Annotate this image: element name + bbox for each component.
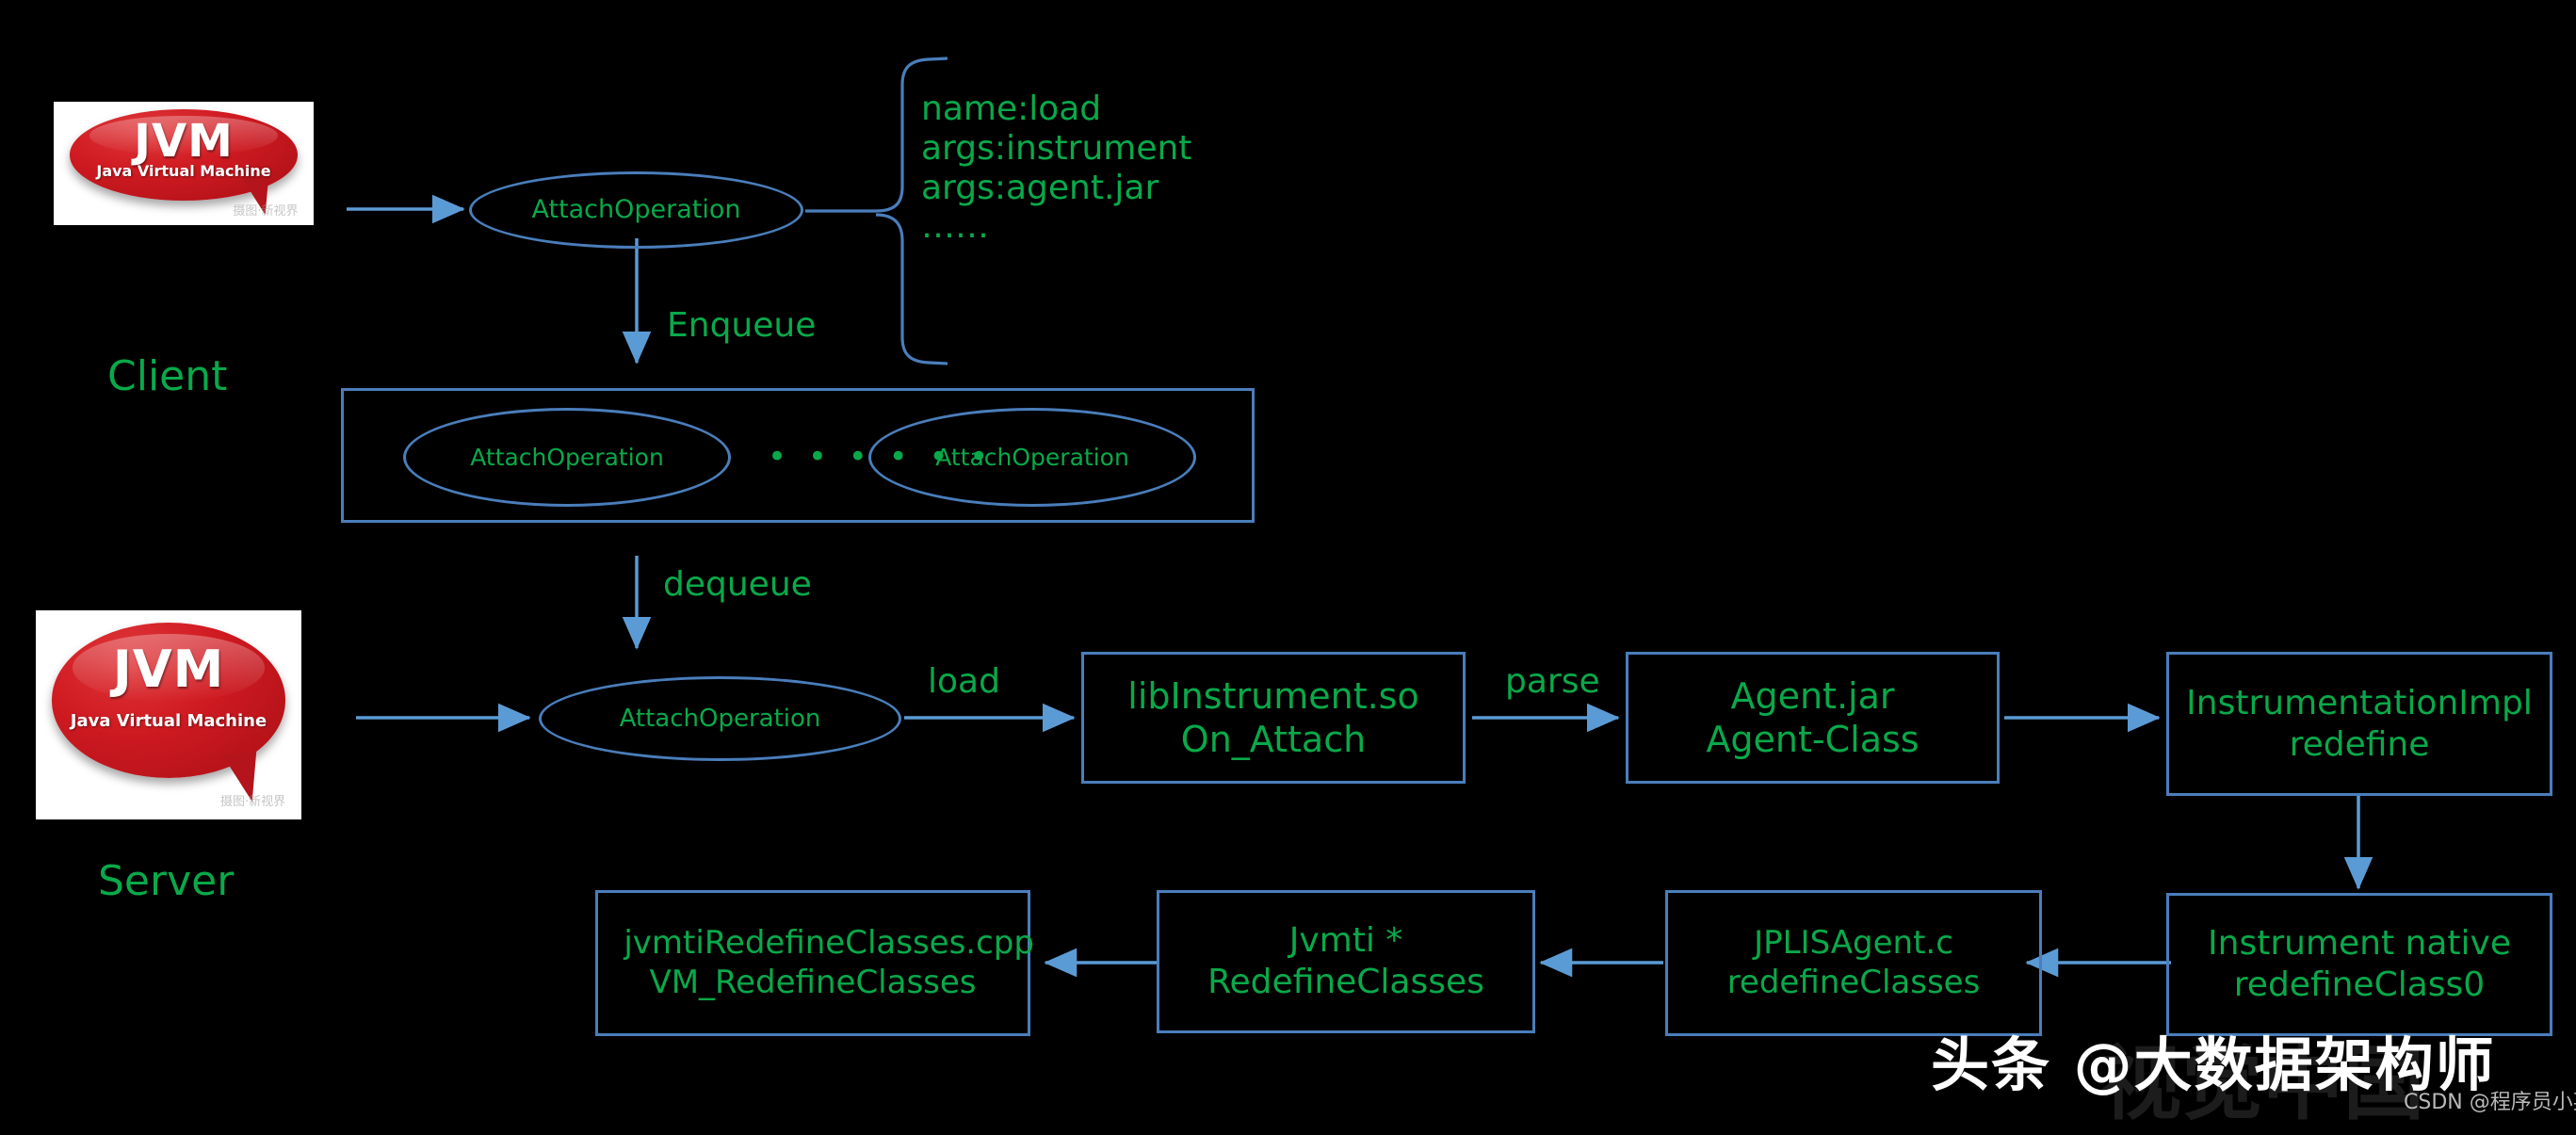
speech-bubble-shape	[51, 623, 286, 778]
callout-line-1: name:load	[921, 89, 1102, 128]
jvm-logo-subtitle: Java Virtual Machine	[70, 710, 267, 731]
speech-bubble-shape	[69, 108, 299, 201]
client-jvm-logo: JVM Java Virtual Machine 摄图·新视界	[54, 102, 314, 225]
node-instrumentation-impl: InstrumentationImpl redefine	[2166, 652, 2552, 796]
jvm-logo-subtitle: Java Virtual Machine	[96, 161, 271, 180]
client-label: Client	[107, 352, 228, 400]
jvm-logo-title: JVM	[134, 115, 234, 169]
node-queue-item-right: AttachOperation	[868, 408, 1196, 507]
edge-label-enqueue: Enqueue	[667, 306, 817, 345]
node-jvmti-redefine-cpp: jvmtiRedefineClasses.cpp VM_RedefineClas…	[595, 890, 1034, 1036]
edge-label-parse: parse	[1505, 662, 1600, 701]
node-label: AttachOperation	[470, 443, 664, 471]
headline-watermark: 头条 @大数据架构师	[1931, 1030, 2496, 1099]
node-label: JPLISAgent.c redefineClasses	[1726, 924, 1981, 1001]
attach-operation-queue: AttachOperation • • • • • • AttachOperat…	[341, 388, 1255, 523]
node-label: Jvmti * RedefineClasses	[1207, 921, 1484, 1001]
node-queue-item-left: AttachOperation	[403, 408, 731, 507]
logo-corner-watermark: 摄图·新视界	[219, 794, 286, 809]
callout-text: name:load args:instrument args:agent.jar…	[921, 89, 1191, 247]
node-client-attach-operation: AttachOperation	[469, 171, 803, 249]
node-label: InstrumentationImpl redefine	[2186, 683, 2533, 764]
node-server-attach-operation: AttachOperation	[539, 676, 901, 761]
node-lib-instrument: libInstrument.so On_Attach	[1081, 652, 1466, 784]
edge-label-load: load	[928, 662, 1000, 701]
ghost-watermark: 视觉中国	[2100, 1037, 2424, 1131]
edge-label-dequeue: dequeue	[663, 565, 812, 604]
node-label: AttachOperation	[531, 195, 741, 225]
server-jvm-logo: JVM Java Virtual Machine 摄图·新视界	[36, 610, 301, 819]
credit-watermark: CSDN @程序员小英	[2404, 1091, 2576, 1114]
jvm-logo-title: JVM	[112, 639, 225, 699]
node-label: AttachOperation	[619, 704, 821, 733]
callout-line-2: args:instrument	[921, 128, 1192, 168]
callout-line-4: ……	[921, 207, 989, 247]
logo-corner-watermark: 摄图·新视界	[233, 204, 299, 219]
node-label: Instrument native redefineClass0	[2208, 924, 2511, 1004]
node-label: AttachOperation	[935, 443, 1129, 471]
node-label: jvmtiRedefineClasses.cpp VM_RedefineClas…	[624, 924, 1034, 1001]
node-jvmti-redefine: Jvmti * RedefineClasses	[1157, 890, 1535, 1033]
callout-line-3: args:agent.jar	[921, 168, 1159, 207]
node-label: libInstrument.so On_Attach	[1127, 674, 1419, 760]
node-label: Agent.jar Agent-Class	[1706, 674, 1920, 760]
node-jplis-agent: JPLISAgent.c redefineClasses	[1665, 890, 2042, 1036]
node-instrument-native: Instrument native redefineClass0	[2166, 893, 2552, 1036]
node-agent-jar: Agent.jar Agent-Class	[1626, 652, 2000, 784]
server-label: Server	[98, 857, 235, 905]
